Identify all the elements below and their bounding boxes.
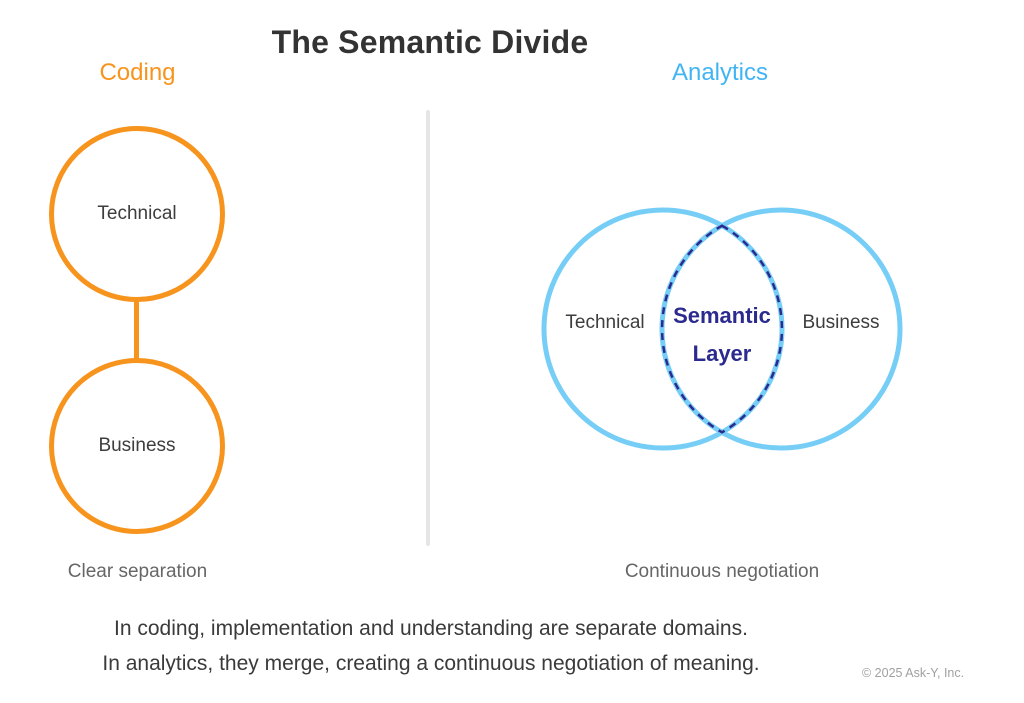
venn-technical-circle bbox=[541, 207, 785, 451]
coding-heading: Coding bbox=[99, 59, 176, 86]
coding-technical-label: Technical bbox=[97, 203, 177, 224]
semantic-layer-label-line1: Semantic bbox=[673, 303, 771, 328]
venn-business-label: Business bbox=[802, 312, 880, 333]
analytics-caption: Continuous negotiation bbox=[624, 561, 820, 582]
coding-technical-circle: Technical bbox=[49, 126, 225, 302]
vertical-divider bbox=[426, 110, 430, 546]
coding-business-circle: Business bbox=[49, 358, 225, 534]
analytics-heading: Analytics bbox=[671, 59, 769, 86]
venn-technical-label: Technical bbox=[565, 312, 645, 333]
venn-diagram bbox=[541, 207, 903, 451]
copyright-notice: © 2025 Ask-Y, Inc. bbox=[862, 666, 965, 680]
semantic-layer-label-line2: Layer bbox=[692, 341, 752, 366]
coding-caption: Clear separation bbox=[67, 561, 208, 582]
coding-business-label: Business bbox=[98, 435, 176, 456]
circle-connector-line bbox=[134, 295, 139, 365]
footer-text-line1: In coding, implementation and understand… bbox=[114, 617, 748, 640]
footer-text-line2: In analytics, they merge, creating a con… bbox=[102, 652, 760, 675]
venn-business-circle bbox=[659, 207, 903, 451]
semantic-layer-lens bbox=[660, 224, 784, 434]
page-title: The Semantic Divide bbox=[271, 24, 589, 60]
